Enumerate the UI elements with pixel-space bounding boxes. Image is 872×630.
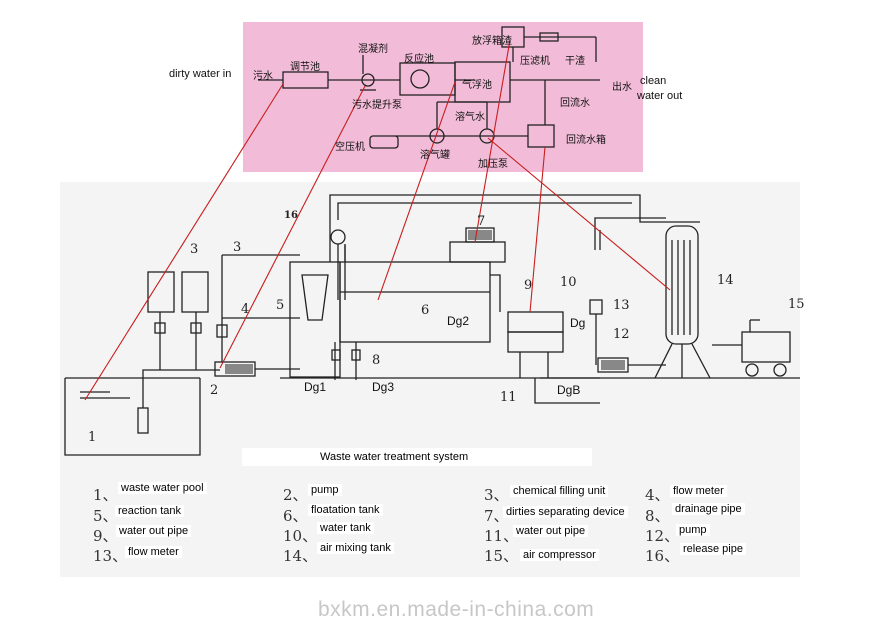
cn-coagulant: 混凝剂	[358, 44, 388, 55]
legend-num: 6、	[283, 507, 308, 525]
schematic-lines	[64, 194, 800, 456]
part-number-12: 12	[613, 327, 630, 342]
watermark: bxkm.en.made-in-china.com	[318, 598, 595, 621]
cn-sewage-pump: 污水提升泵	[352, 100, 402, 111]
dirty-water-in-label: dirty water in	[169, 68, 232, 80]
part-number-4: 4	[241, 302, 250, 317]
chemical-unit-a	[147, 271, 175, 313]
part-number-6: 6	[421, 303, 430, 318]
part-number-14: 14	[717, 273, 734, 288]
clean-water-out-label-1: clean	[640, 75, 667, 87]
cn-return-water: 回流水	[560, 98, 590, 109]
legend-num: 2、	[283, 486, 308, 504]
legend-label: flow meter	[670, 485, 727, 497]
cn-sewage: 污水	[253, 71, 273, 82]
legend-num: 8、	[645, 507, 670, 525]
legend-num: 1、	[93, 486, 118, 504]
cn-dry-residue: 干渣	[565, 56, 585, 67]
legend-num: 9、	[93, 527, 118, 545]
cn-return-tank: 回流水箱	[566, 135, 606, 146]
legend-label: water out pipe	[116, 525, 192, 537]
cn-regulating-pool: 调节池	[290, 62, 320, 73]
flotation-tank	[339, 261, 491, 343]
cn-out-water: 出水	[612, 82, 632, 93]
air-compressor	[741, 331, 791, 363]
legend-label: water tank	[317, 522, 374, 534]
flow-panel-lines	[258, 26, 600, 149]
label-dg3: Dg3	[372, 380, 395, 394]
legend-label: waste water pool	[118, 482, 207, 494]
legend-label: water out pipe	[513, 525, 589, 537]
label-dg: Dg	[570, 316, 586, 330]
schematic-background	[60, 182, 800, 577]
part-number-2: 2	[210, 383, 219, 398]
legend-label: drainage pipe	[672, 503, 745, 515]
legend-label: air mixing tank	[317, 542, 394, 554]
legend-num: 10、	[283, 527, 318, 545]
legend-label: pump	[308, 484, 342, 496]
cn-booster-pump: 加压泵	[478, 159, 508, 170]
waste-water-pool	[64, 378, 201, 456]
part-number-1: 1	[88, 430, 97, 445]
legend-label: floatation tank	[308, 504, 383, 516]
part-number-3a: 3	[190, 242, 199, 257]
cn-reaction-pool: 反应池	[404, 54, 434, 65]
legend-num: 11、	[484, 527, 519, 545]
cn-filter-press: 压滤机	[520, 56, 550, 67]
legend-num: 15、	[484, 547, 519, 565]
part-number-5: 5	[276, 298, 285, 313]
legend-label: pump	[676, 524, 710, 536]
label-dgb: DgB	[557, 383, 581, 397]
legend-num: 16、	[645, 547, 680, 565]
flow-panel-background	[243, 22, 643, 172]
legend-num: 14、	[283, 547, 318, 565]
legend-num: 5、	[93, 507, 118, 525]
part-number-9: 9	[524, 278, 533, 293]
clean-water-out-label-2: water out	[637, 90, 683, 102]
label-dg1: Dg1	[304, 380, 327, 394]
legend-label: chemical filling unit	[510, 485, 609, 497]
part-number-13: 13	[613, 298, 630, 313]
legend-num: 12、	[645, 527, 680, 545]
label-dg2: Dg2	[447, 314, 470, 328]
part-number-16: 16	[284, 210, 298, 221]
part-number-8: 8	[372, 353, 381, 368]
part-number-7: 7	[477, 214, 486, 229]
chemical-unit-b	[181, 271, 209, 313]
cn-dissolved-water: 溶气水	[455, 112, 485, 123]
legend-label: dirties separating device	[503, 506, 628, 518]
cn-scum-box: 放浮箱渣	[472, 36, 512, 47]
part-number-11: 11	[500, 390, 517, 405]
diagram-caption: Waste water treatment system	[242, 448, 592, 466]
legend-label: flow meter	[125, 546, 182, 558]
cn-dissolved-tank: 溶气罐	[420, 150, 450, 161]
part-number-10: 10	[560, 275, 577, 290]
legend-num: 7、	[484, 507, 509, 525]
red-leader-lines	[84, 39, 671, 401]
legend-num: 13、	[93, 547, 128, 565]
legend-label: reaction tank	[115, 505, 184, 517]
cn-float-tank: 气浮池	[462, 80, 492, 91]
legend-num: 4、	[645, 486, 670, 504]
cn-compressor: 空压机	[335, 142, 365, 153]
schematic-fills	[225, 230, 625, 374]
part-number-3b: 3	[233, 240, 242, 255]
part-number-15: 15	[788, 297, 805, 312]
legend-label: air compressor	[520, 549, 599, 561]
legend-num: 3、	[484, 486, 509, 504]
legend-label: release pipe	[680, 543, 746, 555]
